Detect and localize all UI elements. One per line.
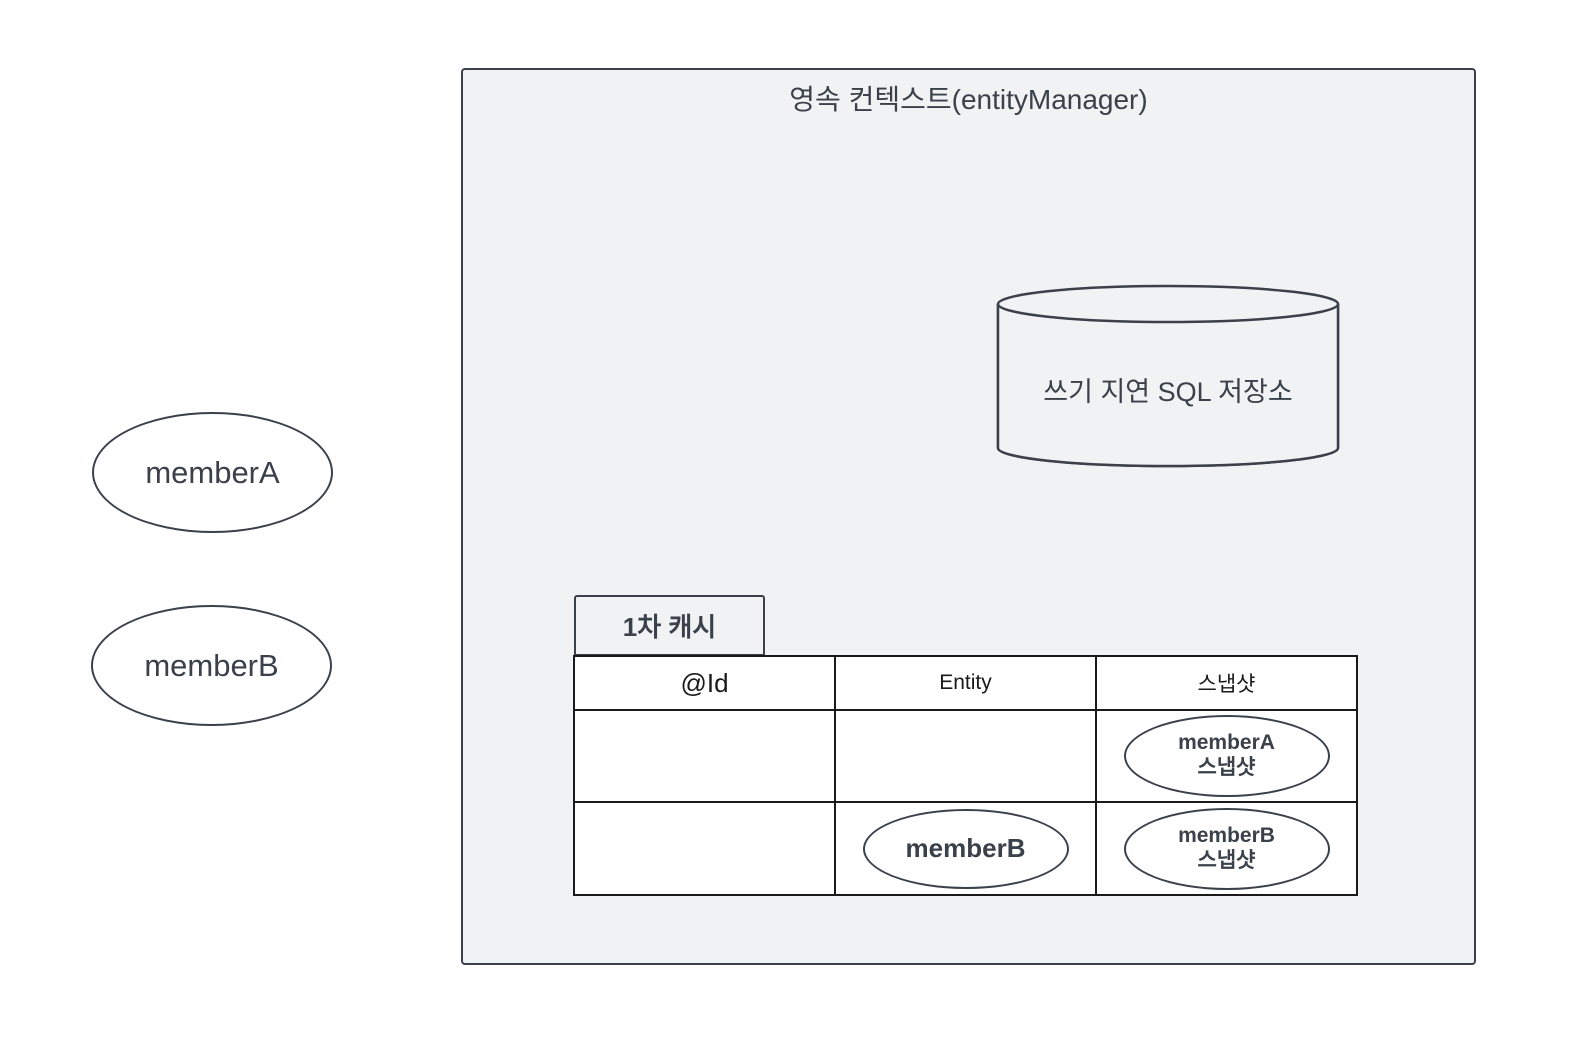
cell-snapshot: memberB 스냅샷 [1095,801,1358,896]
cell-entity [834,709,1097,803]
memberA-object: memberA [92,412,333,533]
persistence-context-title: 영속 컨텍스트(entityManager) [789,84,1148,115]
snapshot-name: memberB [1178,823,1275,847]
cell-id [573,709,836,803]
memberB-entity-ellipse: memberB [862,808,1069,889]
column-header-id: @Id [573,655,836,711]
memberB-label: memberB [144,647,279,683]
sql-store-cylinder: 쓰기 지연 SQL 저장소 [996,284,1340,472]
sql-store-label: 쓰기 지연 SQL 저장소 [1043,377,1293,407]
cell-snapshot: memberA 스냅샷 [1095,709,1358,803]
memberB-object: memberB [91,605,332,726]
first-level-cache-table: @Id Entity 스냅샷 memberA 스냅샷 memberB membe… [573,655,1358,896]
snapshot-suffix: 스냅샷 [1197,756,1256,779]
column-header-entity: Entity [834,655,1097,711]
column-header-snapshot: 스냅샷 [1095,655,1358,711]
snapshot-name: memberA [1178,731,1275,755]
memberA-label: memberA [145,454,280,490]
table-row: memberA 스냅샷 [573,709,1358,803]
memberB-snapshot-ellipse: memberB 스냅샷 [1123,807,1330,890]
cache-header-row: @Id Entity 스냅샷 [573,655,1358,711]
snapshot-suffix: 스냅샷 [1197,848,1256,872]
cell-id [573,801,836,896]
cylinder-shape [996,284,1340,468]
memberA-snapshot-ellipse: memberA 스냅샷 [1123,715,1330,797]
cell-entity: memberB [834,801,1097,896]
table-row: memberB memberB 스냅샷 [573,801,1358,896]
entity-name: memberB [905,833,1026,864]
first-level-cache-tab: 1차 캐시 [574,595,765,656]
